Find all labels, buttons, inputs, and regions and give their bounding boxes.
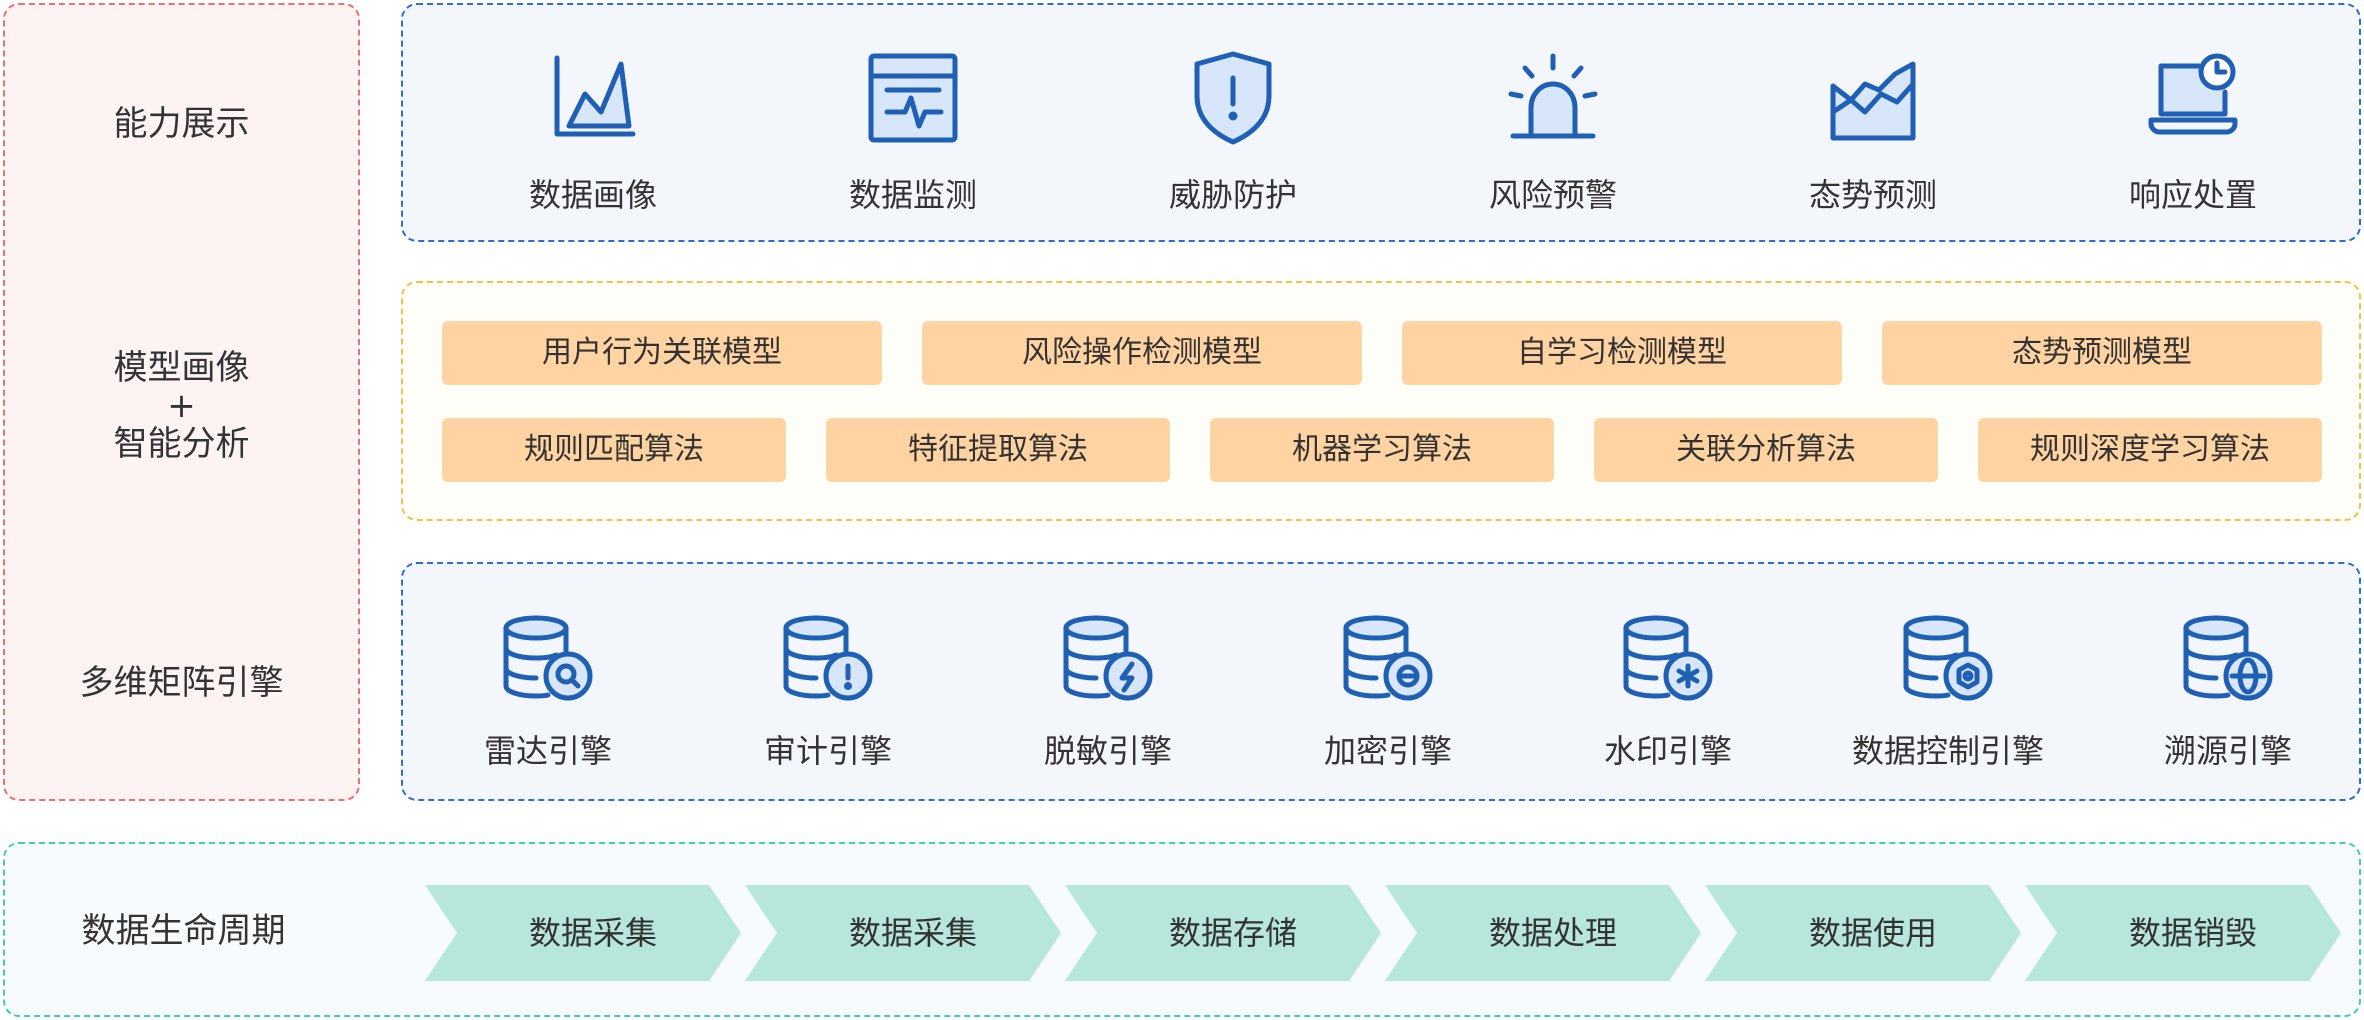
capability-item: 响应处置 <box>2063 5 2323 240</box>
engine-section: 雷达引擎 审计引擎 <box>401 562 2361 801</box>
layer-label-engine: 多维矩阵引擎 <box>79 663 284 703</box>
engine-item: 溯源引擎 <box>2098 564 2358 799</box>
model-pill: 态势预测模型 <box>1882 321 2322 385</box>
lifecycle-step: 数据采集 <box>745 885 1061 981</box>
engine-item: 雷达引擎 <box>418 564 678 799</box>
capability-label: 数据画像 <box>528 176 657 214</box>
area-chart-icon <box>545 50 641 146</box>
database-lock-icon <box>1340 614 1436 704</box>
shield-alert-icon <box>1185 50 1281 146</box>
algorithm-pill: 规则深度学习算法 <box>1978 418 2322 482</box>
model-pill: 自学习检测模型 <box>1402 321 1842 385</box>
engine-label: 水印引擎 <box>1603 732 1732 770</box>
database-lightning-icon <box>1060 614 1156 704</box>
model-section: 用户行为关联模型 风险操作检测模型 自学习检测模型 态势预测模型 规则匹配算法 … <box>401 281 2361 521</box>
lifecycle-step-label: 数据存储 <box>1168 914 1297 952</box>
capability-item: 威胁防护 <box>1103 5 1363 240</box>
engine-label: 审计引擎 <box>763 732 892 770</box>
engine-label: 溯源引擎 <box>2163 732 2292 770</box>
layer-label-model: 模型画像 + 智能分析 <box>113 348 250 464</box>
lifecycle-step-label: 数据使用 <box>1808 914 1937 952</box>
siren-icon <box>1505 50 1601 146</box>
lifecycle-step: 数据销毁 <box>2025 885 2341 981</box>
capability-item: 数据画像 <box>463 5 723 240</box>
lifecycle-step-label: 数据采集 <box>848 914 977 952</box>
capability-label: 风险预警 <box>1488 176 1617 214</box>
lifecycle-step: 数据存储 <box>1065 885 1381 981</box>
database-asterisk-icon <box>1620 614 1716 704</box>
database-alert-icon <box>780 614 876 704</box>
capability-label: 态势预测 <box>1808 176 1937 214</box>
layer-label-panel: 能力展示 模型画像 + 智能分析 多维矩阵引擎 <box>3 3 360 801</box>
lifecycle-step-label: 数据采集 <box>528 914 657 952</box>
lifecycle-section: 数据生命周期 数据采集 数据采集 数据存储 数据处理 数据使用 数据销毁 <box>3 842 2361 1017</box>
lifecycle-step-label: 数据处理 <box>1488 914 1617 952</box>
capability-item: 数据监测 <box>783 5 1043 240</box>
capability-item: 态势预测 <box>1743 5 2003 240</box>
engine-item: 数据控制引擎 <box>1818 564 2078 799</box>
layer-label-capability: 能力展示 <box>113 104 250 144</box>
capability-label: 威胁防护 <box>1168 176 1297 214</box>
engine-label: 雷达引擎 <box>483 732 612 770</box>
capability-label: 数据监测 <box>848 176 977 214</box>
algorithm-pill: 特征提取算法 <box>826 418 1170 482</box>
laptop-clock-icon <box>2145 50 2241 146</box>
database-search-icon <box>500 614 596 704</box>
engine-label: 数据控制引擎 <box>1851 732 2044 770</box>
engine-label: 加密引擎 <box>1323 732 1452 770</box>
capability-item: 风险预警 <box>1423 5 1683 240</box>
engine-item: 水印引擎 <box>1538 564 1798 799</box>
model-pill: 风险操作检测模型 <box>922 321 1362 385</box>
capability-section: 数据画像 数据监测 威胁防护 <box>401 3 2361 242</box>
model-pill: 用户行为关联模型 <box>442 321 882 385</box>
lifecycle-step: 数据处理 <box>1385 885 1701 981</box>
database-gear-icon <box>1900 614 1996 704</box>
engine-label: 脱敏引擎 <box>1043 732 1172 770</box>
lifecycle-step: 数据使用 <box>1705 885 2021 981</box>
algorithm-pill: 关联分析算法 <box>1594 418 1938 482</box>
algorithm-pill: 机器学习算法 <box>1210 418 1554 482</box>
database-globe-icon <box>2180 614 2276 704</box>
lifecycle-title: 数据生命周期 <box>81 911 286 951</box>
monitor-pulse-icon <box>865 50 961 146</box>
engine-item: 脱敏引擎 <box>978 564 1238 799</box>
algorithm-pill: 规则匹配算法 <box>442 418 786 482</box>
engine-item: 审计引擎 <box>698 564 958 799</box>
engine-item: 加密引擎 <box>1258 564 1518 799</box>
lifecycle-step: 数据采集 <box>425 885 741 981</box>
lifecycle-step-label: 数据销毁 <box>2128 914 2257 952</box>
capability-label: 响应处置 <box>2128 176 2257 214</box>
trend-chart-icon <box>1825 50 1921 146</box>
